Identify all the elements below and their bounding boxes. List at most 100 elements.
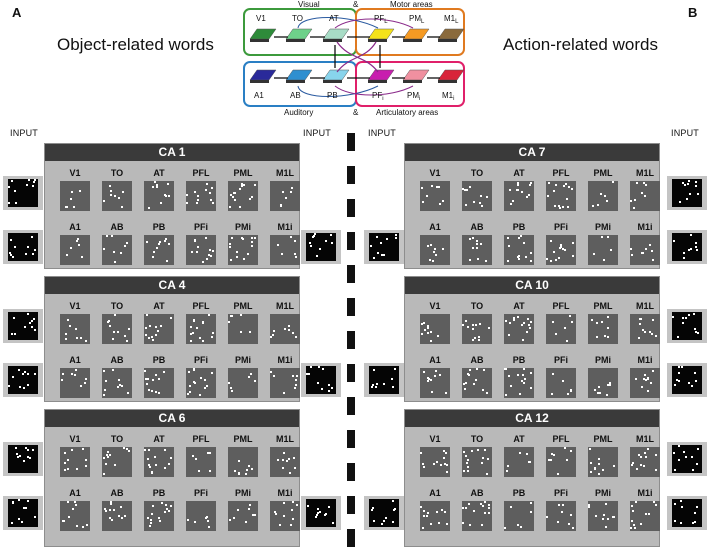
- activity-dot: [199, 337, 201, 339]
- area-label: AT: [513, 434, 525, 444]
- area-activity-map: [186, 447, 216, 477]
- activity-dot: [238, 460, 240, 462]
- activity-dot: [462, 507, 464, 509]
- activity-dot: [467, 459, 469, 461]
- diagram-area-label: PML: [409, 14, 424, 25]
- bottom-area-block: [402, 69, 430, 81]
- activity-dot: [673, 452, 675, 454]
- activity-dot: [550, 240, 552, 242]
- activity-dot: [678, 366, 680, 368]
- area-activity-map: [462, 501, 492, 531]
- activity-dot: [380, 242, 382, 244]
- activity-dot: [76, 337, 78, 339]
- activity-dot: [34, 373, 36, 375]
- activity-dot: [594, 389, 596, 391]
- activity-dot: [480, 195, 482, 197]
- activity-dot: [647, 377, 649, 379]
- activity-dot: [194, 382, 196, 384]
- activity-dot: [488, 504, 490, 506]
- activity-dot: [212, 202, 214, 204]
- area-activity-map: [504, 501, 534, 531]
- activity-dot: [155, 391, 157, 393]
- activity-dot: [430, 379, 432, 381]
- activity-dot: [469, 259, 471, 261]
- activity-dot: [76, 240, 78, 242]
- activity-dot: [273, 375, 275, 377]
- area-label: V1: [429, 168, 441, 178]
- activity-dot: [209, 452, 211, 454]
- activity-dot: [109, 185, 111, 187]
- activity-dot: [151, 513, 153, 515]
- activity-dot: [688, 314, 690, 316]
- auditory-input: [364, 363, 404, 397]
- activity-dot: [152, 339, 154, 341]
- activity-dot: [641, 192, 643, 194]
- activity-dot: [64, 452, 66, 454]
- activity-dot: [164, 467, 166, 469]
- long-connection: [297, 17, 379, 29]
- activity-dot: [507, 465, 509, 467]
- diagram-area-label-text: PM: [407, 91, 419, 100]
- activity-dot: [27, 384, 29, 386]
- activity-dot: [443, 457, 445, 459]
- bottom-area-block: [285, 69, 313, 81]
- activity-dot: [510, 385, 512, 387]
- activity-dot: [192, 332, 194, 334]
- activity-dot: [146, 383, 148, 385]
- activity-dot: [446, 471, 448, 473]
- activity-dot: [372, 384, 374, 386]
- activity-dot: [280, 205, 282, 207]
- activity-dot: [25, 447, 27, 449]
- activity-dot: [107, 321, 109, 323]
- activity-dot: [254, 380, 256, 382]
- activity-dot: [147, 517, 149, 519]
- activity-dot: [8, 385, 10, 387]
- activity-dot: [678, 445, 680, 447]
- activity-dot: [570, 389, 572, 391]
- area-label: PB: [512, 355, 526, 365]
- activity-dot: [694, 372, 696, 374]
- activity-dot: [523, 382, 525, 384]
- activity-dot: [76, 468, 78, 470]
- activity-dot: [430, 523, 432, 525]
- activity-dot: [289, 472, 291, 474]
- activity-dot: [80, 385, 82, 387]
- activity-dot: [568, 523, 570, 525]
- activity-dot: [505, 368, 507, 370]
- activity-dot: [103, 457, 105, 459]
- activity-dot: [480, 503, 482, 505]
- activity-dot: [229, 243, 231, 245]
- activity-dot: [279, 524, 281, 526]
- activity-dot: [296, 504, 298, 506]
- activity-dot: [28, 179, 30, 181]
- activity-dot: [70, 247, 72, 249]
- diagram-caption-visual: Visual: [298, 0, 320, 9]
- activity-dot: [517, 316, 519, 318]
- area-activity-map: [504, 368, 534, 398]
- activity-dot: [613, 465, 615, 467]
- activity-dot: [294, 240, 296, 242]
- activity-dot: [381, 254, 383, 256]
- activity-dot: [561, 511, 563, 513]
- activity-dot: [636, 182, 638, 184]
- activity-dot: [126, 340, 128, 342]
- bottom-area-block-side: [286, 80, 305, 83]
- activity-dot: [196, 251, 198, 253]
- activity-dot: [681, 506, 683, 508]
- activity-dot: [596, 336, 598, 338]
- activity-dot: [530, 502, 532, 504]
- activity-dot: [245, 521, 247, 523]
- activity-dot: [437, 335, 439, 337]
- activity-dot: [155, 374, 157, 376]
- activity-dot: [331, 387, 333, 389]
- activity-dot: [321, 388, 323, 390]
- activity-dot: [672, 316, 674, 318]
- activity-dot: [633, 207, 635, 209]
- activity-dot: [694, 512, 696, 514]
- activity-dot: [479, 323, 481, 325]
- area-activity-map: [102, 501, 132, 531]
- divider-dash: [347, 166, 355, 184]
- activity-dot: [192, 455, 194, 457]
- activity-dot: [61, 379, 63, 381]
- area-activity-map: [228, 501, 258, 531]
